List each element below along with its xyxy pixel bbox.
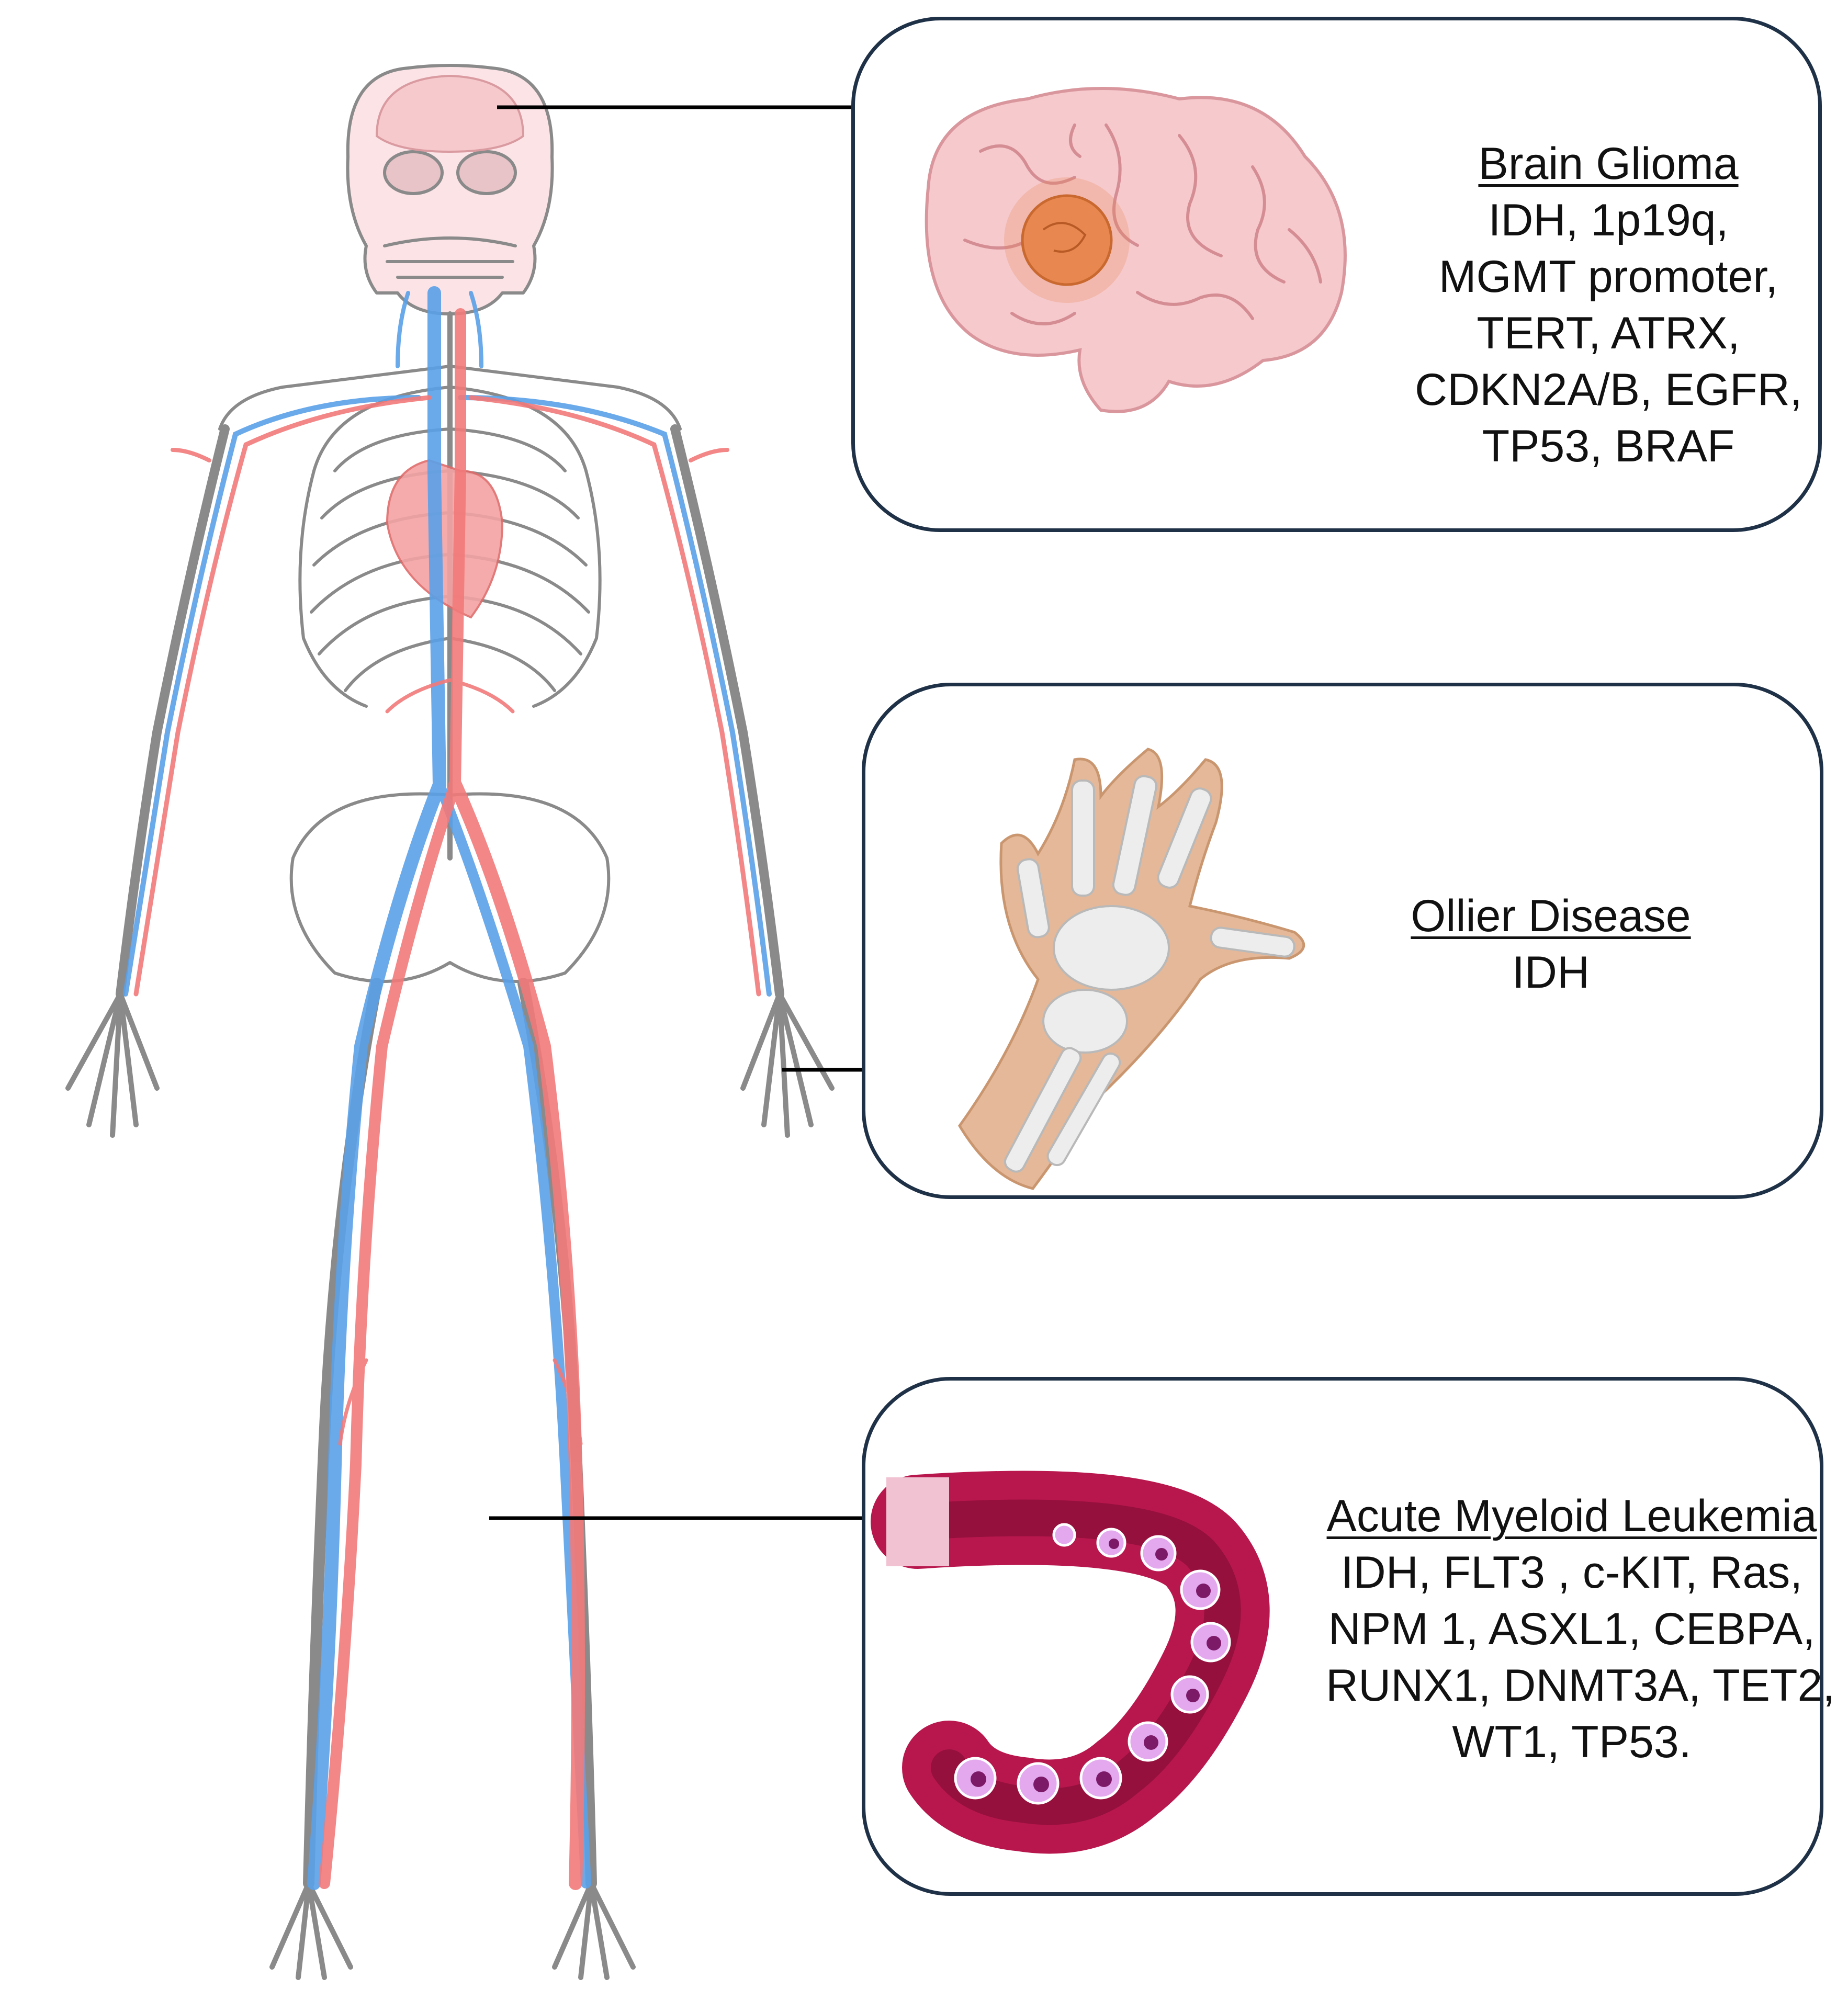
panel-ollier-disease: Ollier Disease IDH <box>862 683 1823 1199</box>
ollier-disease-title: Ollier Disease <box>1411 891 1691 941</box>
brain-glioma-marker-line: MGMT promoter, <box>1438 252 1778 302</box>
brain-glioma-marker-line: TP53, BRAF <box>1482 421 1735 471</box>
panel-brain-glioma: Brain Glioma IDH, 1p19q, MGMT promoter, … <box>851 17 1822 532</box>
panel-acute-myeloid-leukemia: Acute Myeloid Leukemia IDH, FLT3 , c-KIT… <box>862 1377 1835 1896</box>
aml-marker-line: WT1, TP53. <box>1452 1717 1692 1767</box>
ollier-disease-marker-line: IDH <box>1512 947 1590 998</box>
aml-title: Acute Myeloid Leukemia <box>1326 1491 1817 1541</box>
brain-glioma-marker-line: IDH, 1p19q, <box>1488 195 1729 245</box>
brain-glioma-marker-line: CDKN2A/B, EGFR, <box>1415 365 1802 415</box>
aml-marker-line: NPM 1, ASXL1, CEBPA, <box>1328 1604 1816 1654</box>
aml-marker-line: IDH, FLT3 , c-KIT, Ras, <box>1340 1547 1803 1598</box>
hand-bones-icon <box>958 748 1305 1190</box>
blood-vessel-icon <box>871 1471 1270 1854</box>
aml-label: Acute Myeloid Leukemia IDH, FLT3 , c-KIT… <box>1326 1488 1835 1770</box>
ollier-disease-label: Ollier Disease IDH <box>1389 888 1713 1001</box>
brain-glioma-title: Brain Glioma <box>1478 139 1739 189</box>
brain-glioma-marker-line: TERT, ATRX, <box>1477 308 1740 358</box>
brain-tumor-icon <box>925 87 1347 413</box>
brain-glioma-label: Brain Glioma IDH, 1p19q, MGMT promoter, … <box>1415 135 1802 474</box>
aml-marker-line: RUNX1, DNMT3A, TET2, <box>1326 1660 1835 1711</box>
